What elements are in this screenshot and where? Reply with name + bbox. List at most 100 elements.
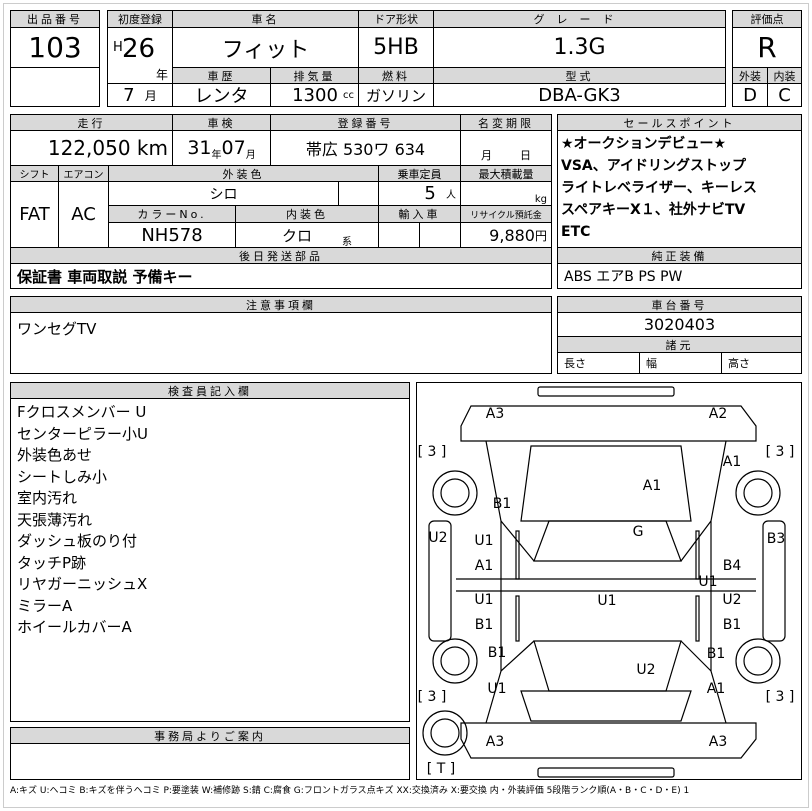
transfer-label: 名変期限	[460, 114, 552, 131]
equipment: ABS エアB PS PW	[557, 263, 802, 289]
name-label: 車名	[172, 10, 359, 28]
capacity: 5 人	[378, 181, 461, 206]
grade: 1.3G	[433, 27, 726, 68]
damage-mark: [ 3 ]	[417, 444, 447, 460]
equip-label: 純正装備	[557, 247, 802, 264]
shift: FAT	[10, 181, 59, 248]
office-label: 事務局よりご案内	[10, 727, 410, 744]
damage-mark: A1	[642, 478, 662, 494]
model: DBA-GK3	[433, 83, 726, 107]
fuel: ガソリン	[358, 83, 434, 107]
damage-mark: B4	[722, 558, 742, 574]
color-no-label: カラーNo.	[108, 205, 236, 223]
import-a	[378, 222, 420, 248]
spec-width: 幅	[639, 352, 722, 374]
damage-mark: [ 3 ]	[765, 444, 795, 460]
damage-mark: U1	[474, 533, 494, 549]
damage-mark: U1	[698, 574, 718, 590]
damage-mark: B1	[487, 645, 507, 661]
mileage: 122,050 km	[10, 130, 173, 166]
history: レンタ	[172, 83, 271, 107]
score: R	[732, 27, 802, 68]
parts: 保証書 車両取説 予備キー	[10, 263, 552, 289]
lot-label: 出品番号	[10, 10, 100, 28]
history-label: 車歴	[172, 67, 271, 84]
score-label: 評価点	[732, 10, 802, 28]
inspector-label: 検査員記入欄	[10, 382, 410, 399]
damage-mark: A2	[708, 406, 728, 422]
color: シロ	[108, 181, 339, 206]
model-label: 型式	[433, 67, 726, 84]
plate-label: 登録番号	[270, 114, 461, 131]
sales-label: セールスポイント	[557, 114, 802, 131]
lot-number: 103	[10, 27, 100, 68]
damage-mark: B1	[722, 617, 742, 633]
sales-points: ★オークションデビュー★VSA、アイドリングストップライトレベライザー、キーレス…	[557, 130, 802, 248]
damage-mark: U1	[474, 592, 494, 608]
damage-mark: U2	[722, 592, 742, 608]
chassis-number: 3020403	[557, 312, 802, 337]
notes-label: 注意事項欄	[10, 296, 552, 313]
first-reg-label: 初度登録	[107, 10, 173, 28]
damage-mark: [ 3 ]	[765, 689, 795, 705]
ac-label: エアコン	[58, 165, 109, 182]
ext-grade: D	[732, 83, 768, 107]
year-unit: 年	[156, 68, 169, 82]
ac: AC	[58, 181, 109, 248]
mileage-label: 走行	[10, 114, 173, 131]
damage-mark: B3	[766, 531, 786, 547]
damage-mark: A3	[708, 734, 728, 750]
color-no: NH578	[108, 222, 236, 248]
door-type: 5HB	[358, 27, 434, 68]
displacement-label: 排気量	[270, 67, 359, 84]
first-reg-year: H 26 年	[107, 27, 173, 84]
car-name: フィット	[172, 27, 359, 68]
damage-mark: U2	[636, 662, 656, 678]
door-label: ドア形状	[358, 10, 434, 28]
damage-mark: [ T ]	[426, 761, 456, 777]
grade-label: グレード	[433, 10, 726, 28]
car-outline	[422, 386, 786, 778]
damage-mark: A1	[706, 681, 726, 697]
shift-label: シフト	[10, 165, 59, 182]
sheet-frame	[3, 3, 809, 808]
first-reg-month: 7 月	[107, 83, 173, 107]
plate: 帯広 530ワ 634	[270, 130, 461, 166]
era: H	[113, 40, 123, 55]
import-b	[419, 222, 461, 248]
color-blank	[338, 181, 379, 206]
notes: ワンセグTV	[10, 312, 552, 374]
load-label: 最大積載量	[460, 165, 552, 182]
damage-mark: U1	[487, 681, 507, 697]
damage-mark: [ 3 ]	[417, 689, 447, 705]
damage-mark: U1	[597, 593, 617, 609]
fuel-label: 燃料	[358, 67, 434, 84]
office-notes	[10, 743, 410, 780]
parts-label: 後日発送部品	[10, 247, 552, 264]
spec-length: 長さ	[557, 352, 640, 374]
damage-mark: B1	[706, 646, 726, 662]
damage-mark: A1	[474, 558, 494, 574]
interior-label: 内装色	[235, 205, 379, 223]
damage-mark: A3	[485, 734, 505, 750]
damage-mark: B1	[474, 617, 494, 633]
damage-mark: A3	[485, 406, 505, 422]
damage-mark: A1	[722, 454, 742, 470]
capacity-label: 乗車定員	[378, 165, 461, 182]
int-grade: C	[767, 83, 802, 107]
legend: A:キズ U:ヘコミ B:キズを伴うヘコミ P:要塗装 W:補修跡 S:錆 C:…	[10, 786, 690, 796]
damage-mark: U2	[428, 530, 448, 546]
transfer-deadline: 月日	[460, 130, 552, 166]
chassis-label: 車台番号	[557, 296, 802, 313]
lot-blank	[10, 67, 100, 107]
damage-mark: B1	[492, 496, 512, 512]
year: 26	[122, 34, 156, 64]
spec-height: 高さ	[721, 352, 802, 374]
ext-label: 外装	[732, 67, 768, 84]
displacement: 1300 cc	[270, 83, 359, 107]
recycle-label: リサイクル預託金	[460, 205, 552, 223]
inspection-label: 車検	[172, 114, 271, 131]
import-label: 輸入車	[378, 205, 461, 223]
